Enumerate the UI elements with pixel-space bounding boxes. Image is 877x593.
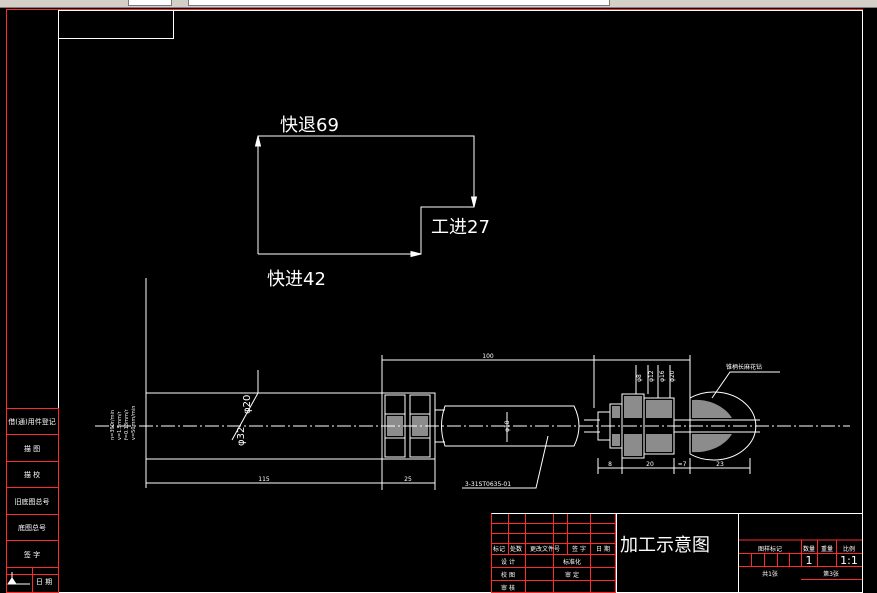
cut-param: v=1.5mm/r xyxy=(117,410,123,440)
tb-sheet-no: 第3张 xyxy=(823,570,839,578)
drill-note: 锥柄长麻花钻 xyxy=(726,363,762,371)
work-feed-label: 工进27 xyxy=(431,217,490,238)
cycle-labels: 快退69 工进27 快进42 xyxy=(267,115,490,290)
title-block-outline xyxy=(491,513,862,593)
dimension-labels: 115 25 100 3-31ST0635-01 8 20 ≈7 23 锥柄长麻… xyxy=(258,353,762,488)
dim-label: 8 xyxy=(608,461,612,468)
dim-label: φ18 xyxy=(504,420,511,432)
cut-param: n=390r/min xyxy=(110,410,116,440)
toolbar-strip xyxy=(0,0,877,8)
dim-label: φ16 xyxy=(659,370,666,382)
dim-label: φ20 xyxy=(669,370,676,382)
dim-label: 3-31ST0635-01 xyxy=(465,481,511,488)
tb-right-header: 数量 xyxy=(803,545,815,553)
tb-col-header: 日 期 xyxy=(596,545,610,553)
rapid-return-label: 快退69 xyxy=(280,115,339,136)
dim-label: 25 xyxy=(404,476,412,483)
cut-param: f=0.13mm/r xyxy=(124,408,130,440)
tb-col-header: 更改文件号 xyxy=(530,545,560,553)
dim-label: 23 xyxy=(716,461,724,468)
tb-row-label: 审 核 xyxy=(501,584,515,592)
dim-label: 115 xyxy=(258,476,270,483)
drawing-frame xyxy=(6,9,863,593)
tb-mid-label: 审 定 xyxy=(565,571,579,579)
dim-label: 100 xyxy=(482,353,494,360)
left-table-label: 日 期 xyxy=(36,578,52,586)
title-block-text: 标记 处数 更改文件号 签 字 日 期 设 计 校 图 审 核 标准化 审 定 … xyxy=(493,545,855,592)
dim-label: ≈7 xyxy=(678,461,687,468)
cut-param: v=50mm/min xyxy=(131,406,137,440)
left-table-label: 底图总号 xyxy=(18,523,46,532)
tb-scale: 1:1 xyxy=(840,554,858,567)
tb-col-header: 标记 xyxy=(493,545,505,553)
ucs-icon xyxy=(7,572,30,585)
tb-right-header: 图样标记 xyxy=(758,545,782,553)
dim-label: 20 xyxy=(646,461,654,468)
diameter-label: φ32 xyxy=(236,427,247,446)
toolbar-field[interactable] xyxy=(128,0,172,6)
left-table-label: 旧底图总号 xyxy=(15,497,50,506)
left-table-labels: 借(通)用件登记 描 图 描 校 旧底图总号 底图总号 签 字 日 期 xyxy=(8,417,55,586)
tb-right-header: 比例 xyxy=(843,545,855,553)
tb-sheet-total: 共1张 xyxy=(762,570,778,578)
work-cycle-diagram xyxy=(254,135,478,258)
dim-label: φ8 xyxy=(636,374,643,382)
white-frame xyxy=(58,10,863,593)
left-table-label: 描 校 xyxy=(24,470,40,479)
tb-col-header: 处数 xyxy=(510,545,522,553)
drawing-title: 加工示意图 xyxy=(620,535,710,556)
dim-label: φ12 xyxy=(648,370,655,382)
tool-assembly xyxy=(95,278,850,490)
diameter-labels: φ20 φ32 xyxy=(236,395,253,446)
title-block-values: 1 1:1 xyxy=(806,554,858,567)
toolbar-field[interactable] xyxy=(188,0,610,6)
diameter-label: φ20 xyxy=(242,395,253,414)
tb-quantity: 1 xyxy=(806,554,813,567)
cutting-params: n=390r/min v=1.5mm/r f=0.13mm/r v=50mm/m… xyxy=(110,406,137,440)
tb-row-label: 设 计 xyxy=(501,558,515,566)
hatch-fills xyxy=(387,396,732,456)
left-table-label: 签 字 xyxy=(24,550,40,559)
left-table-label: 借(通)用件登记 xyxy=(8,417,55,426)
left-table-label: 描 图 xyxy=(24,444,40,453)
tb-right-header: 重量 xyxy=(821,545,833,553)
tb-row-label: 校 图 xyxy=(501,571,515,579)
rapid-advance-label: 快进42 xyxy=(267,269,326,290)
tb-mid-label: 标准化 xyxy=(563,558,581,566)
tb-col-header: 签 字 xyxy=(572,545,586,553)
